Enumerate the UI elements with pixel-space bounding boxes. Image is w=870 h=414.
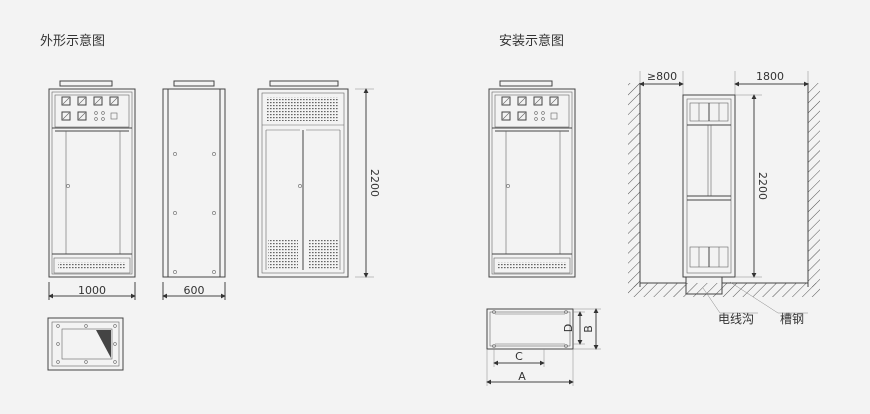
- front-meter-row-1: [61, 96, 119, 106]
- install-room-section: ≥800 1800 2200: [628, 70, 820, 326]
- dim-d-label: D: [562, 324, 575, 332]
- dim-depth-side: 600: [184, 284, 205, 297]
- install-front-cabinet: [488, 80, 576, 278]
- appearance-title: 外形示意图: [40, 34, 106, 49]
- dim-height-install: 2200: [756, 172, 769, 200]
- front-meter-row-2: [61, 111, 118, 121]
- dim-clearance-rear: 1800: [756, 70, 784, 83]
- top-view-cabinet: [47, 317, 124, 371]
- label-channel-steel: 槽钢: [780, 312, 804, 326]
- dim-width-front: 1000: [78, 284, 106, 297]
- dim-clearance-front: ≥800: [647, 70, 677, 83]
- back-view-cabinet: 2200: [257, 80, 381, 278]
- dim-height-back: 2200: [368, 169, 381, 197]
- install-base-view: D B C A: [486, 308, 601, 386]
- dim-b-label: B: [582, 325, 595, 333]
- installation-title: 安装示意图: [499, 34, 565, 49]
- dim-c-label: C: [515, 350, 523, 363]
- front-view-cabinet: 1000: [48, 80, 136, 300]
- side-view-cabinet: 600: [162, 80, 226, 300]
- label-cable-trench: 电线沟: [718, 312, 754, 326]
- dim-a-label: A: [518, 370, 526, 383]
